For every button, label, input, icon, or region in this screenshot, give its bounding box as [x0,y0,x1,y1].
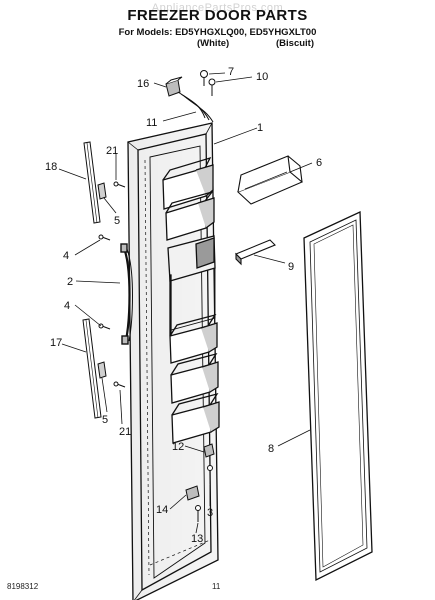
document-number: 8198312 [7,582,39,591]
callout-8: 8 [268,443,274,455]
callout-9: 9 [288,261,294,273]
door-panel [127,122,220,600]
callout-10: 10 [256,71,268,83]
leader-lines [58,72,313,534]
callout-4-lower: 4 [64,300,70,312]
callout-labels: 16 7 10 11 1 6 18 21 5 4 2 4 17 5 21 9 8… [45,66,322,545]
callout-21-upper: 21 [106,145,118,157]
models-line: For Models: ED5YHGXLQ00, ED5YHGXLT00 [118,27,317,38]
bottom-hinge-assembly [185,443,215,522]
callout-1: 1 [257,122,263,134]
callout-3: 3 [207,507,213,519]
callout-18: 18 [45,161,57,173]
door-bin [236,155,304,205]
page-number: 11 [212,582,221,591]
variant-white: (White) [197,38,230,49]
callout-5-lower: 5 [102,414,108,426]
trim-strip-upper [83,141,101,224]
callout-4-upper: 4 [63,250,69,262]
callout-2: 2 [67,276,73,288]
door-handle [120,243,133,345]
trim-strip-lower [82,318,102,419]
callout-11: 11 [146,117,157,129]
variant-biscuit: (Biscuit) [276,38,314,49]
callout-13: 13 [191,533,203,545]
callout-12: 12 [172,441,184,453]
callout-21-lower: 21 [119,426,131,438]
page-title: FREEZER DOOR PARTS [127,7,308,24]
watermark-text: AppliancePartsPros.com [151,2,284,14]
callout-17: 17 [50,337,62,349]
dispenser-trim [235,239,276,266]
callout-14: 14 [156,504,168,516]
door-gasket [303,210,373,582]
callout-6: 6 [316,157,322,169]
top-hinge-assembly [165,70,216,123]
callout-5-upper: 5 [114,215,120,227]
callout-7: 7 [228,66,234,78]
small-fasteners [97,181,126,388]
callout-16: 16 [137,78,149,90]
